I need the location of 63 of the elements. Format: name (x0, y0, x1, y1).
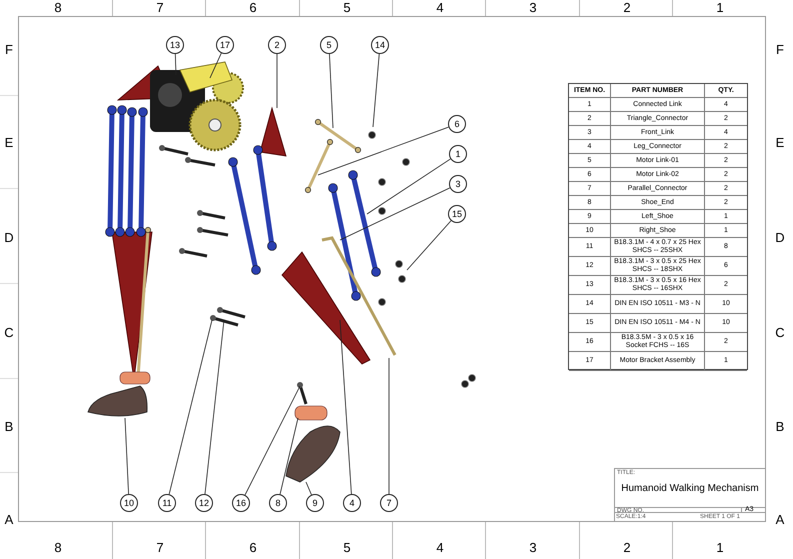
leader-line (276, 54, 278, 108)
zone-number: 3 (529, 540, 537, 556)
callout-number: 10 (120, 494, 138, 512)
zone-letter: A (776, 512, 784, 528)
zone-number: 1 (716, 0, 724, 16)
leader-line (329, 54, 334, 128)
zone-number: 5 (343, 540, 351, 556)
leader-line (210, 52, 222, 78)
zone-letter: D (775, 230, 785, 246)
zone-letter: C (775, 325, 785, 341)
callout-number: 2 (268, 36, 286, 54)
callout-number: 14 (371, 36, 389, 54)
callout-number: 12 (195, 494, 213, 512)
zone-number: 2 (623, 540, 631, 556)
callout-number: 16 (232, 494, 250, 512)
leader-line (204, 320, 224, 494)
callout-number: 3 (449, 175, 467, 193)
leader-line (340, 320, 352, 494)
zone-number: 8 (54, 0, 62, 16)
drawing-title: Humanoid Walking Mechanism (620, 483, 760, 495)
leader-line (318, 126, 449, 176)
zone-letter: F (5, 42, 13, 58)
zone-letter: B (4, 419, 14, 435)
zone-number: 2 (623, 0, 631, 16)
zone-number: 6 (249, 540, 257, 556)
leader-line (244, 386, 300, 496)
zone-number: 3 (529, 0, 537, 16)
leader-line (168, 320, 212, 495)
leader-line (174, 54, 176, 76)
leader-line (366, 158, 451, 214)
callout-number: 9 (306, 494, 324, 512)
callout-number: 6 (448, 115, 466, 133)
zone-letter: A (4, 512, 14, 528)
callout-number: 1 (449, 145, 467, 163)
callout-number: 11 (158, 494, 176, 512)
callout-number: 5 (320, 36, 338, 54)
leader-line (124, 418, 129, 494)
leader-line (340, 187, 450, 240)
zone-letter: F (776, 42, 784, 58)
callout-number: 4 (343, 494, 361, 512)
callout-number: 7 (380, 494, 398, 512)
zone-letter: E (776, 135, 784, 151)
zone-number: 8 (54, 540, 62, 556)
zone-letter: B (776, 419, 784, 435)
callout-number: 8 (269, 494, 287, 512)
zone-number: 7 (156, 0, 164, 16)
callout-number: 13 (166, 36, 184, 54)
zone-number: 6 (249, 0, 257, 16)
zone-number: 7 (156, 540, 164, 556)
leader-line (388, 358, 390, 494)
leader-line (306, 482, 312, 496)
zone-letter: D (4, 230, 14, 246)
zone-number: 4 (436, 540, 444, 556)
leader-line (406, 220, 452, 270)
zone-letter: C (4, 325, 14, 341)
zone-number: 4 (436, 0, 444, 16)
zone-number: 1 (716, 540, 724, 556)
callout-number: 15 (448, 205, 466, 223)
zone-number: 5 (343, 0, 351, 16)
leader-line (280, 418, 298, 495)
zone-letter: E (4, 135, 14, 151)
leader-line (372, 54, 380, 128)
callout-number: 17 (216, 36, 234, 54)
